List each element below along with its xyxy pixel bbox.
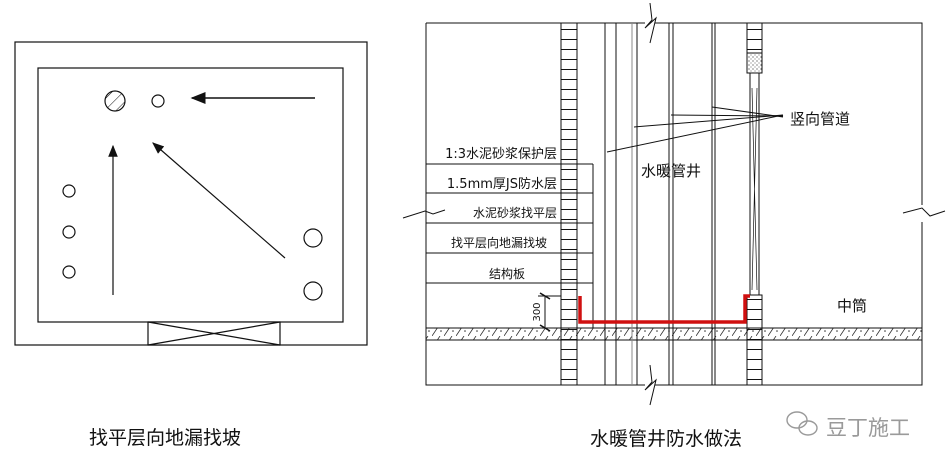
pipe-label: 竖向管道 (790, 110, 850, 128)
layer-label-2: 1.5mm厚JS防水层 (447, 176, 557, 192)
waterproof-layer (578, 294, 750, 324)
right-section (402, 2, 946, 406)
pipe-icon (303, 228, 323, 248)
wechat-icon (786, 411, 808, 429)
watermark-text: 豆丁施工 (826, 416, 910, 440)
break-mark (644, 2, 657, 44)
layer-table (426, 163, 594, 328)
layer-label-4: 找平层向地漏找坡 (451, 235, 547, 250)
structural-slab (425, 327, 923, 341)
break-mark (402, 209, 446, 219)
slope-arrow (152, 142, 286, 259)
brick-wall-right (746, 294, 763, 386)
pipe-icon (62, 184, 76, 198)
brick-wall-right (746, 22, 763, 54)
vertical-pipes (604, 23, 716, 385)
pipe-icon (62, 265, 76, 279)
dimension-text: 300 (532, 302, 543, 321)
dimension-300 (538, 292, 561, 332)
right-caption: 水暖管井防水做法 (590, 428, 742, 450)
shaft-label: 水暖管井 (641, 162, 701, 180)
door-opening (147, 321, 281, 346)
left-caption: 找平层向地漏找坡 (89, 427, 241, 449)
inner-wall (37, 67, 344, 323)
pipe-icon (303, 281, 323, 301)
brick-wall-left (560, 22, 578, 386)
break-mark (644, 364, 657, 406)
layer-label-1: 1:3水泥砂浆保护层 (445, 147, 557, 162)
left-plan (14, 41, 368, 346)
watermark (786, 411, 818, 436)
pipe-leaders (606, 106, 784, 153)
layer-label-5: 结构板 (489, 266, 525, 281)
pipe-icon (62, 225, 76, 239)
core-label: 中筒 (837, 297, 867, 315)
layer-label-3: 水泥砂浆找平层 (473, 205, 557, 220)
section-outline (425, 22, 923, 386)
pipe-icon (151, 94, 165, 108)
floor-drain-icon (104, 90, 126, 112)
sleeve-fill (746, 52, 763, 74)
break-mark (902, 207, 946, 217)
